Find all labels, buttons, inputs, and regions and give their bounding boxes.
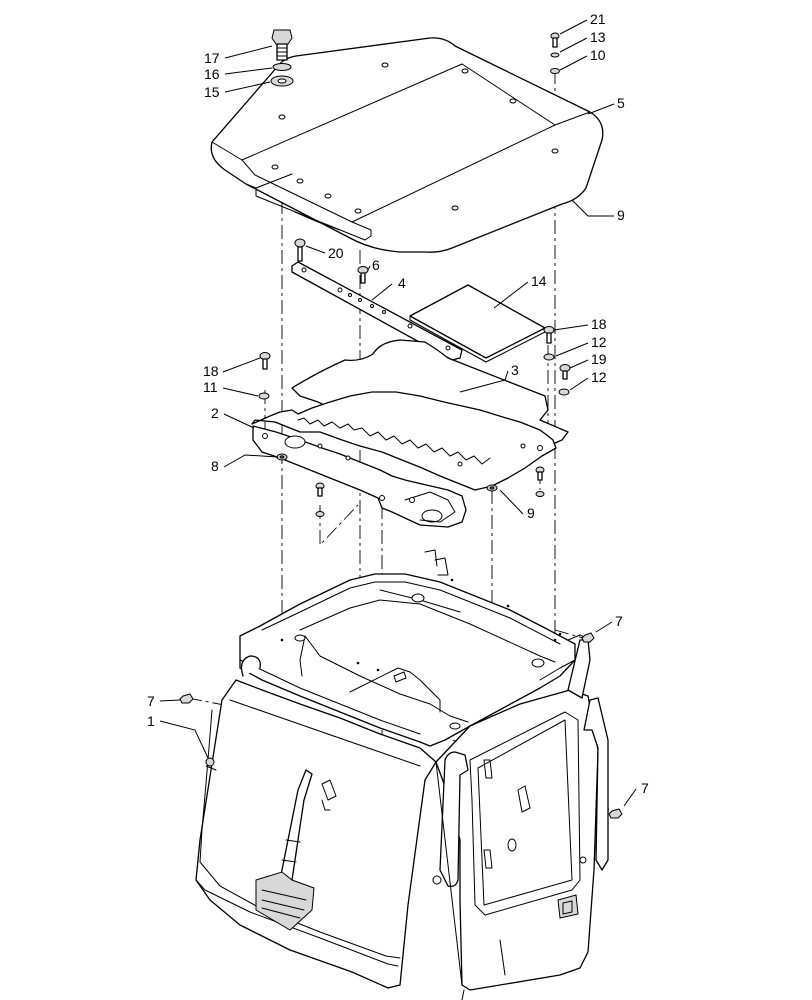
mounting-strap (291, 261, 463, 361)
washer-12-right-b (558, 388, 570, 396)
washer-12-right-a (543, 353, 555, 361)
callout-7-right: 7 (641, 780, 649, 796)
callout-2: 2 (211, 405, 219, 421)
mounting-plate (251, 391, 557, 528)
nut-7-left (179, 693, 194, 704)
lock-washer (272, 63, 292, 71)
callout-20: 20 (328, 245, 344, 261)
callout-12-right-b: 12 (591, 369, 607, 385)
screw-6 (357, 266, 369, 284)
roof-bolt-holes (271, 62, 559, 214)
nut-8 (581, 632, 595, 643)
screw-20 (294, 238, 306, 262)
lower-screws (315, 466, 545, 517)
callout-4: 4 (398, 275, 406, 291)
nut-9-left (276, 453, 288, 461)
callout-18-right: 18 (591, 316, 607, 332)
callout-14: 14 (531, 273, 547, 289)
screw-18-left (259, 352, 271, 370)
callout-11: 10 (590, 47, 606, 63)
callout-17: 17 (204, 50, 220, 66)
callout-labels: 17 16 15 21 13 10 5 9 20 6 4 14 18 12 19… (147, 11, 649, 796)
callout-7-left: 7 (147, 693, 155, 709)
callout-9-left: 8 (211, 458, 219, 474)
callout-12-left: 11 (203, 379, 218, 395)
callout-16: 16 (204, 66, 220, 82)
callout-12-right-a: 12 (591, 334, 607, 350)
hex-bolt (271, 29, 293, 61)
callout-leaders (159, 19, 637, 807)
callout-18-left: 18 (203, 363, 219, 379)
washer-12-left (258, 392, 270, 400)
callout-19: 19 (591, 351, 607, 367)
small-screw-top-right (550, 32, 560, 74)
roof-cover (210, 37, 604, 253)
callout-21: 21 (590, 11, 606, 27)
callout-15: 15 (204, 84, 220, 100)
flat-washer (270, 75, 294, 87)
callout-10: 9 (617, 207, 625, 223)
callout-3: 3 (511, 362, 519, 378)
callout-6: 6 (372, 257, 380, 273)
nut-7-right (608, 808, 623, 819)
operator-cab (195, 549, 609, 1000)
screw-19 (559, 364, 571, 380)
callout-13: 13 (590, 29, 606, 45)
nut-9-right (486, 484, 498, 492)
callout-1: 1 (147, 713, 155, 729)
screw-18-right (543, 326, 555, 344)
callout-5: 5 (617, 95, 625, 111)
callout-8: 7 (615, 613, 623, 629)
callout-9-right: 9 (527, 505, 535, 521)
